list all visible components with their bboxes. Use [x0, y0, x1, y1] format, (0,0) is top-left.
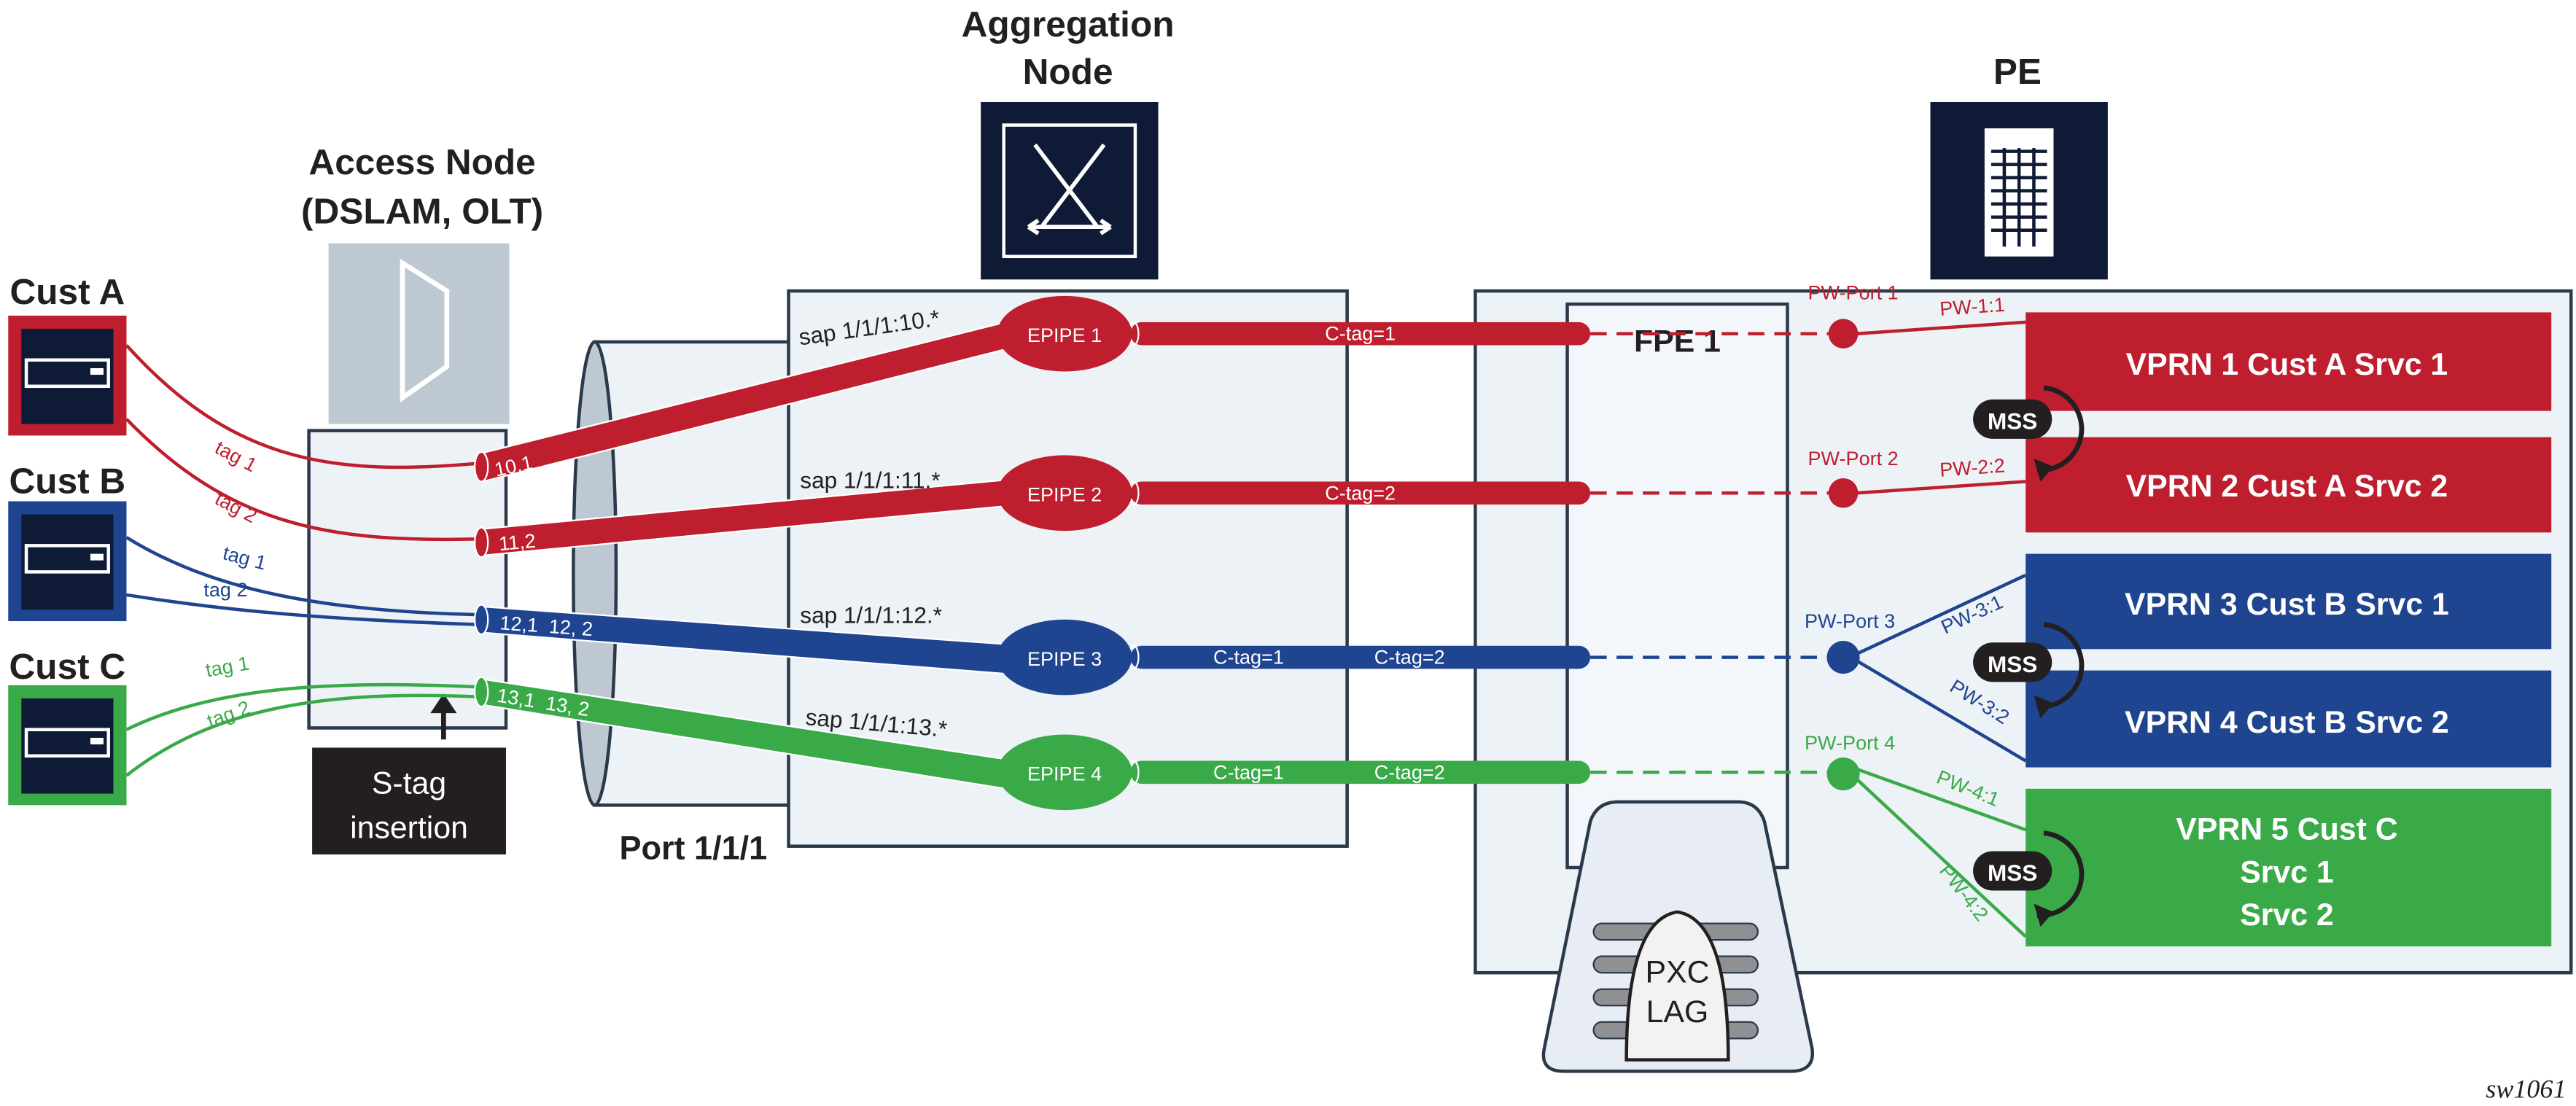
- lag-label: LAG: [1646, 994, 1709, 1029]
- rotate-arrow-icon: [2034, 695, 2054, 718]
- vprn-label: VPRN 5 Cust C: [2176, 812, 2397, 847]
- pipe-4: 13,1 13, 2: [474, 676, 1007, 790]
- ctag-label-2: C-tag=2: [1374, 647, 1445, 669]
- epipe-row-1[interactable]: EPIPE 1 C-tag=1 PW-Port 1: [997, 281, 1899, 372]
- pw-links: [1855, 320, 2027, 938]
- tag-label: tag 1: [204, 653, 251, 682]
- vprn-5[interactable]: VPRN 5 Cust C Srvc 1 Srvc 2: [2026, 788, 2552, 947]
- epipe-label: EPIPE 2: [1027, 484, 1102, 506]
- customer-b: Cust B: [8, 460, 127, 622]
- vprn-label: VPRN 1 Cust A Srvc 1: [2126, 347, 2448, 382]
- fpe-box: [1565, 302, 1789, 870]
- pw-port-label: PW-Port 2: [1808, 448, 1899, 470]
- mss-1: MSS: [1973, 385, 2085, 482]
- access-title: Access Node: [308, 141, 535, 182]
- ctag-label: C-tag=1: [1325, 323, 1396, 345]
- sap-label: sap 1/1/1:11.*: [800, 467, 940, 493]
- customer-label: Cust C: [9, 646, 126, 687]
- access-node-icon: [328, 243, 510, 424]
- customer-c: Cust C: [8, 646, 127, 806]
- tag-label: tag 2: [211, 488, 260, 528]
- customer-vlan-links: [125, 343, 477, 777]
- stag-box: [312, 747, 506, 854]
- tag-label: tag 1: [221, 542, 269, 575]
- pxc-lag-icon: [1541, 800, 1815, 1073]
- vprn-3[interactable]: VPRN 3 Cust B Srvc 1: [2026, 553, 2552, 650]
- pw-label: PW-1:1: [1939, 294, 2005, 320]
- access-node-box: [307, 429, 508, 730]
- stag-arrowhead-icon: [430, 693, 457, 714]
- vprn-label: VPRN 3 Cust B Srvc 1: [2125, 587, 2449, 622]
- vprn-2[interactable]: VPRN 2 Cust A Srvc 2: [2026, 437, 2552, 533]
- access-title-2: (DSLAM, OLT): [301, 191, 543, 232]
- vprn-1[interactable]: VPRN 1 Cust A Srvc 1: [2026, 312, 2552, 411]
- pipe-1: 10,1: [474, 321, 1010, 483]
- rotate-arrow-icon: [2034, 458, 2054, 482]
- stag-label-2: insertion: [350, 810, 468, 845]
- tag-label: tag 2: [203, 579, 247, 601]
- ctag-label-2: C-tag=2: [1374, 761, 1445, 783]
- vprn-label: VPRN 4 Cust B Srvc 2: [2125, 705, 2449, 740]
- customer-a: Cust A: [8, 271, 127, 436]
- vprn-service-label: Srvc 1: [2240, 854, 2334, 889]
- vprn-label: VPRN 2 Cust A Srvc 2: [2126, 469, 2448, 504]
- aggregation-title: Aggregation: [962, 4, 1175, 44]
- mss-label: MSS: [1988, 651, 2037, 677]
- pe-title: PE: [1993, 51, 2042, 92]
- epipe-row-3[interactable]: EPIPE 3 C-tag=1 C-tag=2 PW-Port 3: [997, 610, 1895, 696]
- epipe-row-2[interactable]: EPIPE 2 C-tag=2 PW-Port 2: [997, 448, 1899, 531]
- pw-port-label: PW-Port 1: [1808, 281, 1899, 303]
- fpe-label: FPE 1: [1634, 324, 1721, 359]
- stag-label: S-tag: [372, 766, 446, 801]
- ctag-label: C-tag=2: [1325, 482, 1396, 504]
- mss-label: MSS: [1988, 408, 2037, 434]
- epipe-row-4[interactable]: EPIPE 4 C-tag=1 C-tag=2 PW-Port 4: [997, 732, 1895, 811]
- epipe-label: EPIPE 1: [1027, 324, 1102, 346]
- aggregation-switch-icon: [981, 101, 1159, 280]
- mss-label: MSS: [1988, 860, 2037, 886]
- cpe-device-icon: [24, 358, 110, 389]
- cpe-device-icon: [24, 544, 110, 574]
- pe-router-icon: [1930, 101, 2108, 280]
- sap-label: sap 1/1/1:12.*: [800, 601, 942, 628]
- pw-port-label: PW-Port 3: [1805, 610, 1895, 632]
- vprn-4[interactable]: VPRN 4 Cust B Srvc 2: [2026, 670, 2552, 768]
- vprn-service-label: Srvc 2: [2240, 897, 2334, 932]
- ctag-label: C-tag=1: [1213, 761, 1284, 783]
- epipe-label: EPIPE 4: [1027, 763, 1102, 785]
- pw-port-label: PW-Port 4: [1805, 732, 1895, 754]
- pw-label: PW-2:2: [1939, 455, 2005, 481]
- epipe-label: EPIPE 3: [1027, 648, 1102, 670]
- ctag-label: C-tag=1: [1213, 647, 1284, 669]
- port-label: Port 1/1/1: [619, 830, 767, 867]
- aggregation-title-2: Node: [1023, 51, 1113, 92]
- customer-label: Cust A: [9, 271, 125, 312]
- customer-label: Cust B: [9, 460, 126, 501]
- cpe-device-icon: [24, 728, 110, 758]
- mss-2: MSS: [1973, 622, 2085, 718]
- stag-ctag-label: 11,2: [498, 530, 537, 555]
- pxc-label: PXC: [1646, 955, 1710, 990]
- figure-id: sw1061: [2486, 1074, 2566, 1103]
